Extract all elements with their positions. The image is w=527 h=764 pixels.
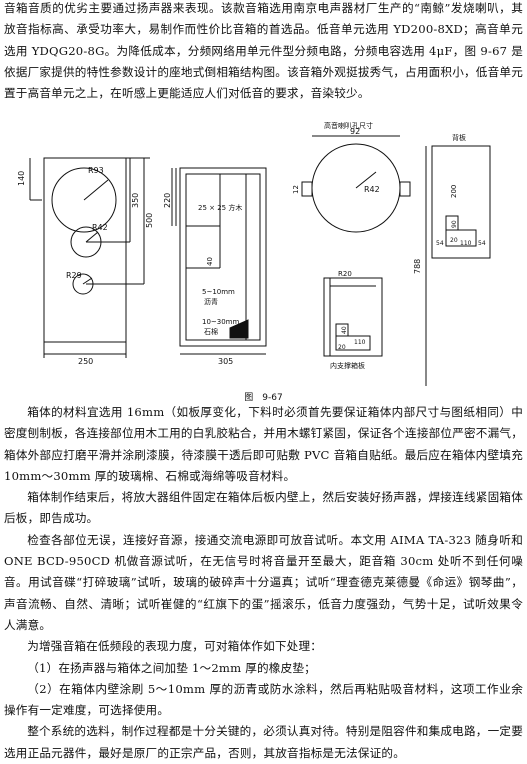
brace-r20-label: R20 [338, 270, 352, 278]
side-dim-40: 40 [206, 257, 214, 266]
side-dim-305: 305 [218, 357, 233, 366]
tweeter-title: 高音喇叭孔尺寸 [324, 121, 373, 130]
front-panel-drawing [29, 157, 150, 358]
side-asphalt-label-2: 沥青 [204, 297, 218, 306]
body-paragraph: 整个系统的选料，制作过程都是十分关键的，必须认真对待。特别是阻容件和集成电路，一… [4, 724, 523, 760]
back-dim-20: 20 [450, 237, 458, 244]
body-paragraph: 为增强音箱在低频段的表现力度，可对箱体作如下处理： [27, 639, 323, 654]
back-title: 背板 [452, 133, 466, 142]
body-paragraph: （2）在箱体内壁涂刷 5～10mm 厚的沥青或防水涂料，然后再粘贴吸音材料，这项… [4, 681, 523, 718]
tweeter-r42-label: R42 [364, 185, 380, 194]
body-paragraph: 箱体的材料宜选用 16mm（如板厚变化，下料时必须首先要保证箱体内部尺寸与图纸相… [4, 405, 523, 483]
tweeter-dim-12: 12 [292, 185, 300, 194]
front-dim-140: 140 [17, 171, 26, 186]
back-dim-54a: 54 [436, 240, 444, 247]
brace-dim-20: 20 [338, 344, 346, 351]
front-r42-label: R42 [92, 223, 108, 232]
back-dim-200: 200 [450, 185, 458, 198]
brace-caption: 内支撑箱板 [330, 361, 365, 370]
figure-caption: 图 9-67 [244, 393, 283, 403]
side-section-drawing [171, 167, 267, 355]
intro-paragraph: 音箱音质的优劣主要通过扬声器来表现。该款音箱选用南京电声器材厂生产的“南鲸”发烧… [4, 0, 523, 104]
back-dim-110: 110 [460, 240, 472, 247]
back-dim-788: 788 [413, 259, 422, 274]
front-r93-label: R93 [88, 166, 104, 175]
brace-dim-110: 110 [354, 339, 366, 346]
side-dim-220: 220 [163, 193, 172, 208]
body-paragraph: 箱体制作结束后，将放大器组件固定在箱体后板内壁上，然后安装好扬声器，焊接连线紧固… [4, 490, 523, 526]
front-dim-250: 250 [78, 357, 93, 366]
tweeter-hole-drawing [301, 135, 411, 233]
side-fiber-label-2: 石棉 [204, 327, 218, 336]
back-panel-drawing [425, 145, 491, 386]
body-paragraph: 检查各部位无误，连接好音源，接通交流电源即可放音试听。本文用 AIMA TA-3… [4, 532, 523, 632]
brace-dim-40: 40 [341, 326, 348, 334]
intro-text: 音箱音质的优劣主要通过扬声器来表现。该款音箱选用南京电声器材厂生产的“南鲸”发烧… [4, 1, 523, 101]
front-dim-350: 350 [131, 193, 140, 208]
front-r29-label: R29 [66, 271, 82, 280]
tweeter-dim-92: 92 [350, 127, 360, 136]
side-asphalt-label: 5~10mm [202, 288, 235, 296]
inner-brace-drawing [323, 277, 383, 357]
back-dim-54b: 54 [478, 240, 486, 247]
side-wood-label: 25 × 25 方木 [198, 203, 242, 212]
side-fiber-label: 10~30mm [202, 318, 239, 326]
speaker-diagram: R93 R42 R29 140 350 500 250 220 25 × 25 … [17, 121, 491, 386]
back-dim-90: 90 [451, 220, 458, 228]
body-paragraph: （1）在扬声器与箱体之间加垫 1～2mm 厚的橡皮垫； [27, 660, 316, 675]
front-dim-500: 500 [145, 213, 154, 228]
body-paragraphs: 箱体的材料宜选用 16mm（如板厚变化，下料时必须首先要保证箱体内部尺寸与图纸相… [4, 402, 523, 764]
